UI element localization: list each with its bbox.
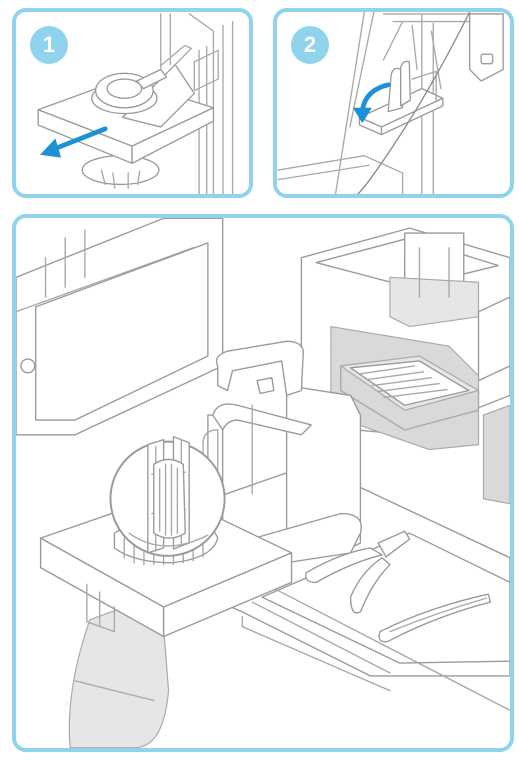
resin-tank — [82, 156, 159, 185]
step-2-number: 2 — [304, 32, 316, 58]
post-processing-panel — [12, 214, 514, 752]
step-1-number: 1 — [43, 32, 55, 58]
side-shadow — [483, 405, 510, 503]
step-2-badge: 2 — [291, 26, 329, 64]
step-1-panel: 1 — [12, 8, 253, 198]
release-latch — [359, 61, 442, 134]
printer-body — [16, 218, 223, 434]
post-processing-illustration — [16, 218, 510, 748]
step-2-panel: 2 — [273, 8, 514, 198]
step-1-badge: 1 — [30, 26, 68, 64]
